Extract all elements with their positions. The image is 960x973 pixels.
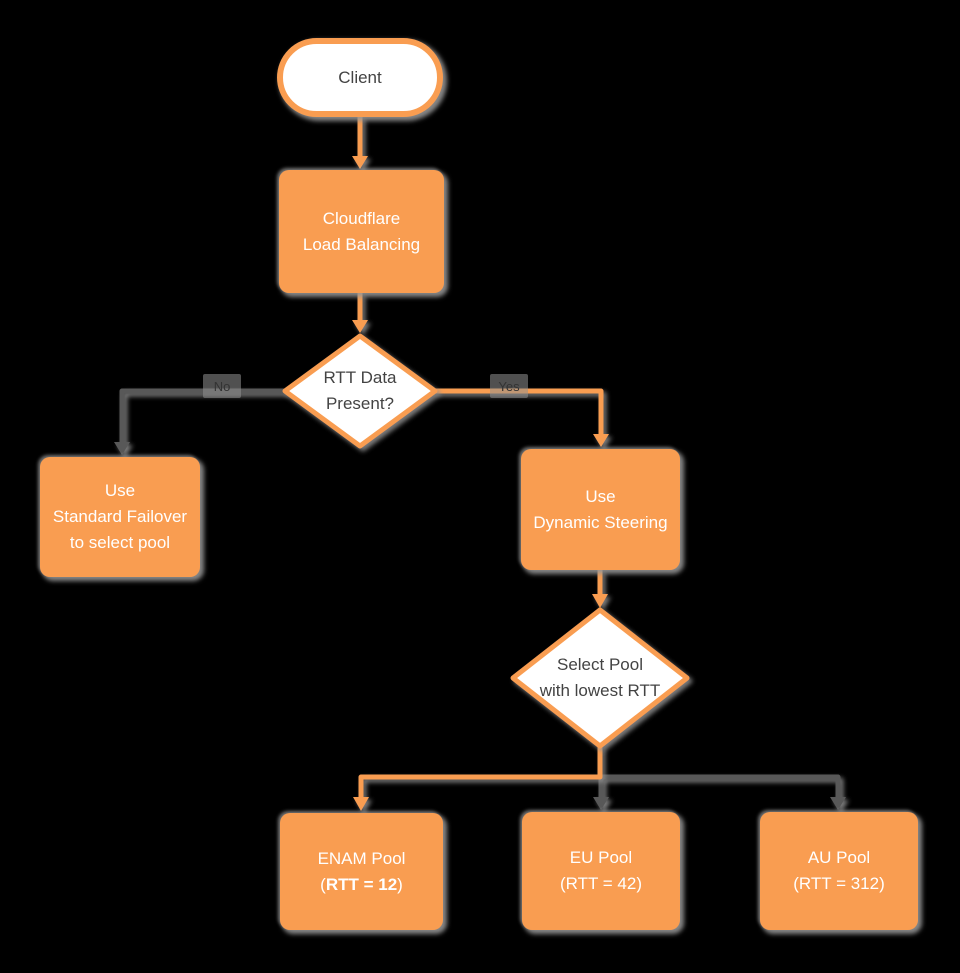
node-cloudflare-label: Cloudflare Load Balancing xyxy=(302,208,421,254)
arrowhead-icon xyxy=(114,442,130,455)
enam-rtt-value: RTT = 12 xyxy=(325,874,398,894)
arrowhead-icon xyxy=(352,320,368,333)
arrowhead-icon xyxy=(593,797,609,810)
decision-rtt-data-present xyxy=(282,333,438,449)
decision-select-pool-lowest-rtt xyxy=(510,607,690,749)
node-use-dynamic-steering: Use Dynamic Steering xyxy=(521,449,680,570)
edge-rtt-decision-to-standard-failover xyxy=(119,388,287,443)
enam-pool-line2: (RTT = 12) xyxy=(320,874,403,894)
decision-select-pool-label: Select Pool with lowest RTT xyxy=(539,655,661,700)
edge-label-no: No xyxy=(203,374,241,398)
node-client-label: Client xyxy=(338,67,382,87)
node-enam-pool: ENAM Pool (RTT = 12) xyxy=(280,813,443,930)
edge-select-pool-to-au-pool xyxy=(601,774,841,797)
enam-pool-line1: ENAM Pool xyxy=(317,848,406,868)
arrowhead-icon xyxy=(352,156,368,169)
node-dynamic-steering-label: Use Dynamic Steering xyxy=(533,486,668,532)
node-au-pool: AU Pool (RTT = 312) xyxy=(760,812,918,930)
decision-rtt-data-present-label: RTT Data Present? xyxy=(323,368,397,413)
node-cloudflare-load-balancing: Cloudflare Load Balancing xyxy=(279,170,444,293)
node-client: Client xyxy=(277,38,443,117)
node-au-pool-label: AU Pool (RTT = 312) xyxy=(793,848,885,893)
node-standard-failover-label: Use Standard Failover to select pool xyxy=(52,481,188,552)
node-eu-pool: EU Pool (RTT = 42) xyxy=(522,812,680,930)
arrowhead-icon xyxy=(592,594,608,608)
node-eu-pool-label: EU Pool (RTT = 42) xyxy=(559,848,643,893)
arrowhead-icon xyxy=(593,434,609,447)
edge-rtt-decision-to-dynamic-steering xyxy=(433,388,604,434)
arrowhead-icon xyxy=(353,797,369,811)
arrowhead-icon xyxy=(830,797,846,810)
node-use-standard-failover: Use Standard Failover to select pool xyxy=(40,457,200,577)
edge-label-yes: Yes xyxy=(490,374,528,398)
edge-select-pool-to-enam-pool xyxy=(358,746,603,797)
node-enam-pool-label: ENAM Pool (RTT = 12) xyxy=(318,846,406,898)
